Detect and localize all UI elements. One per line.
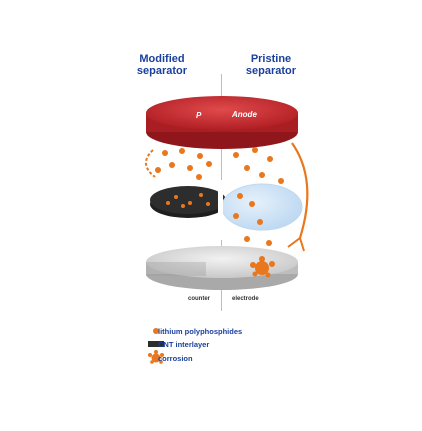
legend-label: corrosion <box>158 353 193 363</box>
cnt-interlayer-disk <box>150 186 226 218</box>
legend-item-cnt-interlayer: CNT interlayer <box>146 337 209 351</box>
counter-electrode-disk <box>146 246 298 290</box>
legend-label: CNT interlayer <box>158 339 210 349</box>
left-polysulfide-dots <box>155 148 212 180</box>
legend-cnt-icon <box>148 341 164 347</box>
right-polysulfide-dots <box>233 147 284 246</box>
legend-dot-icon <box>153 328 159 334</box>
pristine-separator-disk <box>218 180 303 240</box>
pristine-separator-title: Pristine separator <box>245 53 297 77</box>
cathode-label: P <box>196 111 202 120</box>
legend-corrosion-icon <box>148 350 164 364</box>
modified-separator-title: Modified separator <box>136 53 188 77</box>
right-arrowhead <box>287 236 305 252</box>
left-arc-arrow <box>145 149 156 178</box>
legend-item-corrosion: corrosion <box>146 351 193 365</box>
electrode-label: electrode <box>232 296 259 302</box>
anode-label: Anode <box>231 110 257 119</box>
counter-label: counter <box>188 296 211 302</box>
legend-label: lithium polyphosphides <box>158 326 243 336</box>
right-arc-arrow <box>291 142 309 239</box>
anode-disk <box>146 96 298 149</box>
legend-item-lithium-polyphosphides: lithium polyphosphides <box>146 324 242 338</box>
corrosion-splat <box>250 256 275 278</box>
